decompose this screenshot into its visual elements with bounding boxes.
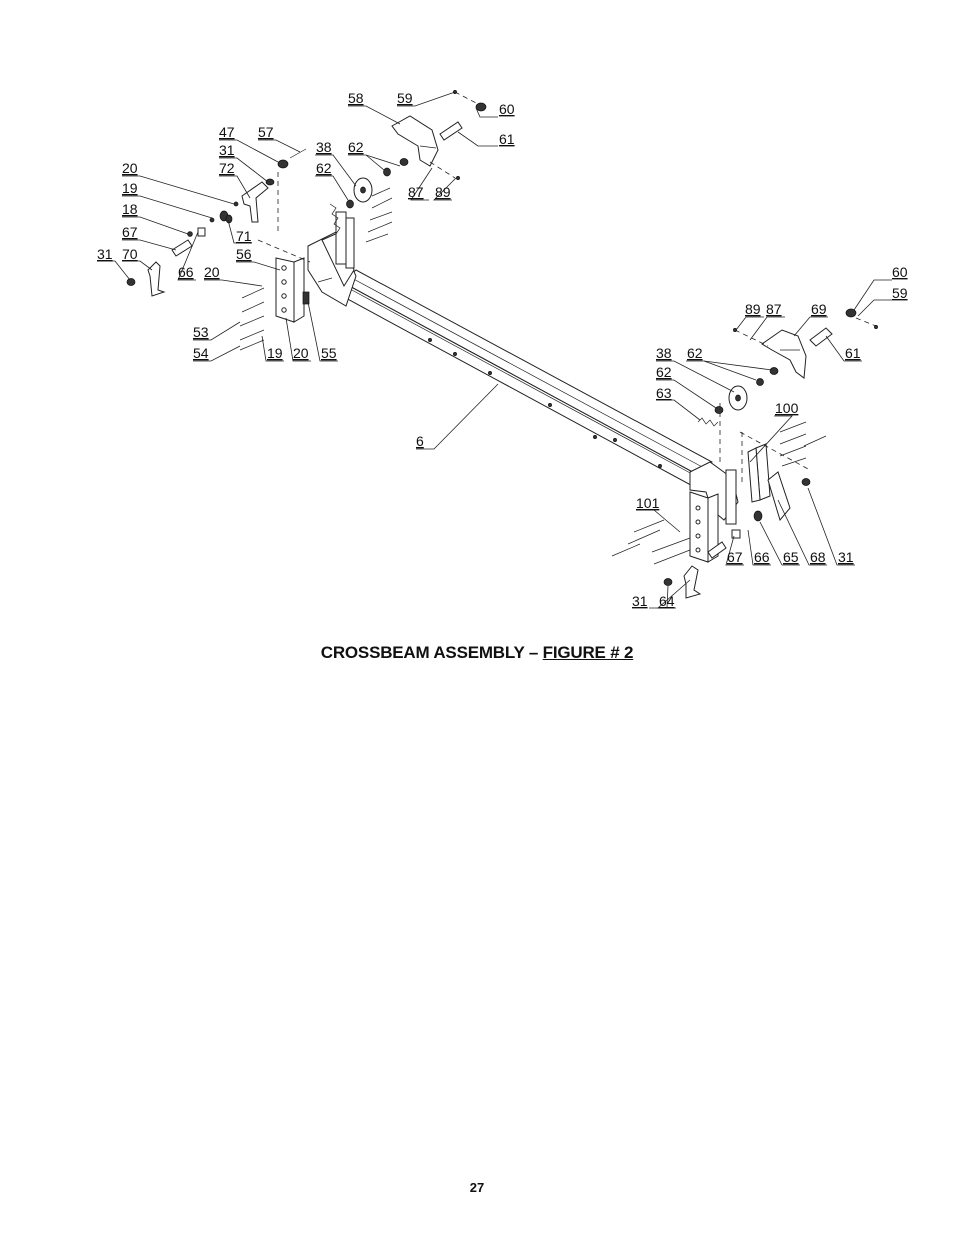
callout-38: 38: [316, 139, 332, 155]
callout-31: 31: [97, 246, 113, 262]
callout-59: 59: [892, 285, 908, 301]
callout-67: 67: [122, 224, 138, 240]
callout-70: 70: [122, 246, 138, 262]
callout-20: 20: [122, 160, 138, 176]
callout-53: 53: [193, 324, 209, 340]
callout-100: 100: [775, 400, 799, 416]
callout-31: 31: [838, 549, 854, 565]
callout-19: 19: [267, 345, 283, 361]
left-cover-plate: [391, 90, 487, 180]
callout-61: 61: [845, 345, 861, 361]
callout-19: 19: [122, 180, 138, 196]
callout-89: 89: [745, 301, 761, 317]
callout-65: 65: [783, 549, 799, 565]
callout-18: 18: [122, 201, 138, 217]
callout-38: 38: [656, 345, 672, 361]
left-small-parts: [126, 148, 393, 351]
callout-72: 72: [219, 160, 235, 176]
callout-63: 63: [656, 385, 672, 401]
callout-6: 6: [416, 433, 424, 449]
callout-87: 87: [408, 184, 424, 200]
callout-56: 56: [236, 246, 252, 262]
right-small-parts: [611, 308, 878, 599]
callout-87: 87: [766, 301, 782, 317]
callout-68: 68: [810, 549, 826, 565]
callout-69: 69: [811, 301, 827, 317]
callout-58: 58: [348, 90, 364, 106]
callout-47: 47: [219, 124, 235, 140]
callout-66: 66: [754, 549, 770, 565]
callout-62: 62: [316, 160, 332, 176]
left-mount-bracket: [257, 172, 357, 323]
callout-55: 55: [321, 345, 337, 361]
callout-62: 62: [656, 364, 672, 380]
callout-62: 62: [348, 139, 364, 155]
crossbeam-tube: [341, 269, 713, 491]
callout-67: 67: [727, 549, 743, 565]
callout-71: 71: [236, 228, 252, 244]
caption-figure-number: FIGURE # 2: [542, 643, 634, 662]
callout-60: 60: [499, 101, 515, 117]
leader-lines: [97, 91, 892, 609]
callout-89: 89: [435, 184, 451, 200]
callout-101: 101: [636, 495, 660, 511]
callout-20: 20: [293, 345, 309, 361]
callout-57: 57: [258, 124, 274, 140]
crossbeam-assembly-diagram: 58 59 60 61 47 57 31 38 62 72 62 87 89 2…: [97, 90, 908, 609]
callout-62: 62: [687, 345, 703, 361]
callout-31: 31: [219, 142, 235, 158]
page-number: 27: [469, 1180, 485, 1195]
callout-31: 31: [632, 593, 648, 609]
callout-66: 66: [178, 264, 194, 280]
callout-20: 20: [204, 264, 220, 280]
callout-labels: 58 59 60 61 47 57 31 38 62 72 62 87 89 2…: [97, 90, 908, 609]
callout-64: 64: [659, 593, 675, 609]
callout-54: 54: [193, 345, 209, 361]
caption-title: CROSSBEAM ASSEMBLY –: [320, 643, 539, 662]
callout-60: 60: [892, 264, 908, 280]
callout-61: 61: [499, 131, 515, 147]
right-mount-bracket: [689, 400, 811, 563]
figure-caption: CROSSBEAM ASSEMBLY – FIGURE # 2: [0, 643, 954, 663]
callout-59: 59: [397, 90, 413, 106]
